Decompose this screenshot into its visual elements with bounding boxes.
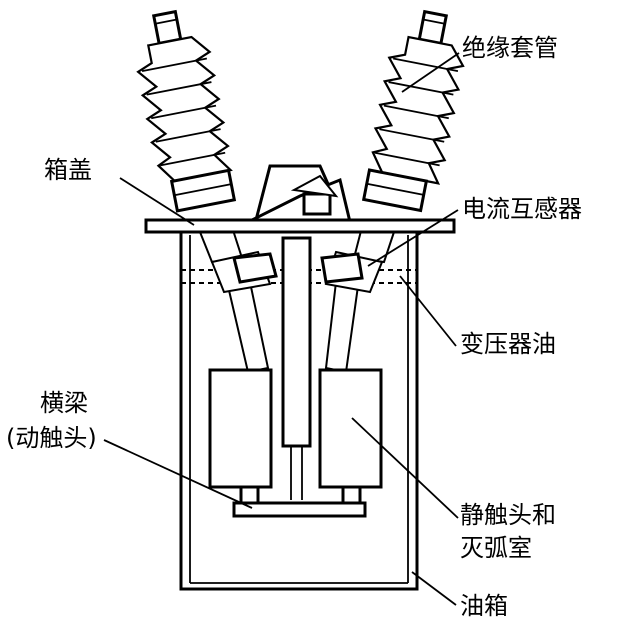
label-bushing: 绝缘套管 bbox=[462, 34, 558, 62]
left-bushing bbox=[136, 9, 237, 213]
label-transformer-oil: 变压器油 bbox=[460, 330, 556, 358]
label-crossbeam: 横梁 bbox=[40, 389, 88, 417]
label-tank-cover: 箱盖 bbox=[44, 156, 92, 184]
label-current-transformer: 电流互感器 bbox=[462, 195, 582, 223]
label-static-contact-line2: 灭弧室 bbox=[460, 534, 532, 562]
leader-lines bbox=[103, 52, 460, 606]
static-contact-chambers bbox=[208, 368, 383, 489]
label-moving-contact: (动触头) bbox=[6, 424, 97, 452]
labels: 绝缘套管 箱盖 电流互感器 变压器油 横梁 (动触头) 静触头和 灭弧室 油箱 bbox=[6, 34, 582, 620]
tank-cover bbox=[144, 164, 456, 234]
lift-rod bbox=[281, 236, 312, 500]
crossbeam bbox=[232, 485, 367, 518]
label-oil-tank: 油箱 bbox=[460, 592, 508, 620]
right-bushing bbox=[361, 9, 465, 213]
label-static-contact-line1: 静触头和 bbox=[460, 501, 556, 529]
